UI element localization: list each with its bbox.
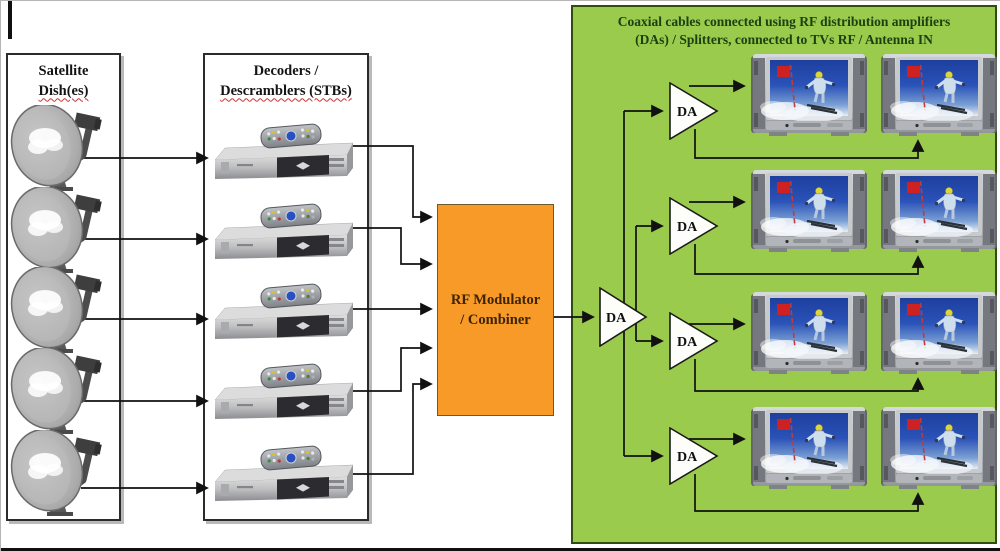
decoders-box-title-line2: Descramblers (STBs) xyxy=(220,82,352,99)
da-amplifier: DA xyxy=(669,311,719,375)
da-label: DA xyxy=(677,450,698,465)
tv xyxy=(881,53,997,137)
tv xyxy=(751,291,867,375)
stb-decoder xyxy=(211,202,359,260)
satellite-dish xyxy=(9,348,105,438)
tv xyxy=(881,169,997,253)
panel-title-line1: Coaxial cables connected using RF distri… xyxy=(617,14,951,29)
stb-decoder xyxy=(211,282,359,340)
tv xyxy=(751,53,867,137)
stb-decoder xyxy=(211,444,359,502)
tv xyxy=(881,406,997,490)
bottom-border-line xyxy=(1,548,1000,551)
da-label: DA xyxy=(606,311,627,326)
da-label: DA xyxy=(677,105,698,120)
rf-modulator-label-line1: RF Modulator xyxy=(450,291,541,308)
satellite-box-title: Satellite Dish(es) xyxy=(8,55,119,101)
decoders-box-title-line1: Decoders / xyxy=(253,63,319,79)
stb-decoder xyxy=(211,362,359,420)
satellite-dish xyxy=(9,430,105,520)
satellite-box-title-line1: Satellite xyxy=(38,63,89,79)
da-amplifier-main: DA xyxy=(599,286,649,352)
stb-decoder xyxy=(211,122,359,180)
tv xyxy=(751,169,867,253)
da-label: DA xyxy=(677,335,698,350)
tv xyxy=(881,291,997,375)
da-amplifier: DA xyxy=(669,196,719,260)
panel-title-line2: (DAs) / Splitters, connected to TVs RF /… xyxy=(635,32,933,48)
rf-modulator-label-line2: / Combiner xyxy=(460,312,531,328)
crop-artifact-bar xyxy=(8,1,12,39)
da-amplifier: DA xyxy=(669,81,719,145)
panel-title: Coaxial cables connected using RF distri… xyxy=(573,7,995,49)
da-amplifier: DA xyxy=(669,426,719,490)
rf-modulator-label: RF Modulator / Combiner xyxy=(451,290,540,331)
tv xyxy=(751,406,867,490)
satellite-dish xyxy=(9,267,105,357)
rf-modulator-combiner-box: RF Modulator / Combiner xyxy=(437,204,554,416)
satellite-dish xyxy=(9,105,105,195)
da-label: DA xyxy=(677,220,698,235)
satellite-dish xyxy=(9,187,105,277)
decoders-box-title: Decoders / Descramblers (STBs) xyxy=(205,55,367,101)
satellite-box-title-line2: Dish(es) xyxy=(38,82,89,99)
